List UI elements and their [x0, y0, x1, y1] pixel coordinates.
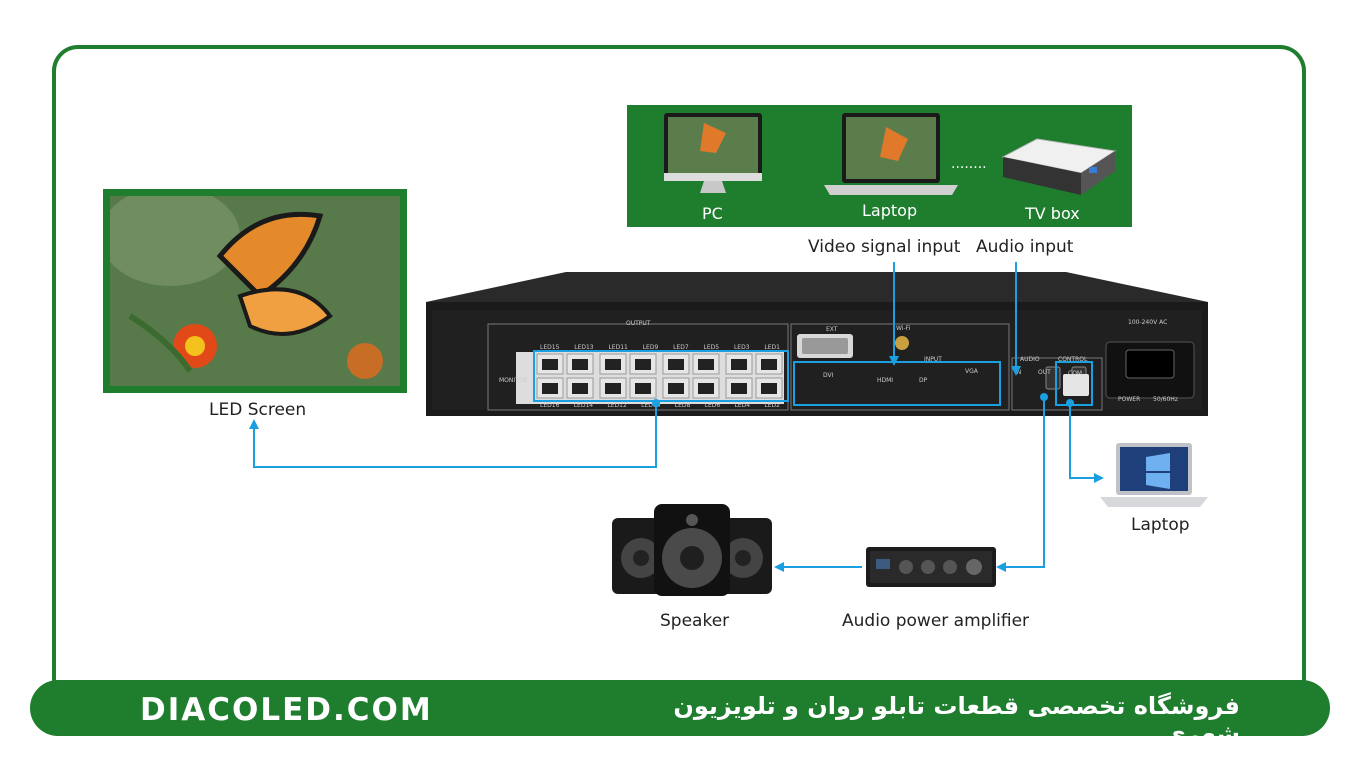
- tv-box-caption: TV box: [1025, 204, 1080, 223]
- led-port-label: LED3: [733, 344, 750, 351]
- audio-out-label: OUT: [1038, 369, 1051, 376]
- led-port-label: LED15: [540, 344, 560, 351]
- rj45-port-socket: [542, 359, 558, 370]
- rj45-port-socket: [698, 359, 714, 370]
- led-port-label: LED6: [704, 402, 721, 409]
- output-group-label: OUTPUT: [626, 320, 651, 327]
- rj45-port-socket: [605, 383, 621, 394]
- audio-group-label: AUDIO: [1020, 356, 1040, 363]
- rj45-port-socket: [731, 359, 747, 370]
- laptop-source-caption: Laptop: [862, 201, 918, 220]
- amplifier-icon: [866, 547, 996, 587]
- led-port-label: LED13: [574, 344, 594, 351]
- led-port-label: LED1: [764, 344, 780, 351]
- brand-name[interactable]: DIACOLED.COM: [140, 692, 433, 728]
- output-ports-highlight: [533, 350, 789, 402]
- rj45-port-socket: [761, 359, 777, 370]
- more-sources-ellipsis: ........: [951, 156, 987, 172]
- vga-label: VGA: [965, 368, 978, 375]
- led-screen-label: LED Screen: [209, 400, 307, 420]
- pc-caption: PC: [702, 204, 723, 223]
- tv-box-icon: [1001, 138, 1117, 195]
- led-ports: [536, 353, 783, 399]
- com-label: COM: [1068, 370, 1083, 377]
- rj45-port-socket: [731, 383, 747, 394]
- monitor-label: MONITOR: [499, 377, 528, 384]
- led-port-label: LED5: [703, 344, 720, 351]
- input-group-label: INPUT: [924, 356, 942, 363]
- led-port-label: LED14: [573, 402, 594, 409]
- power-label: POWER: [1118, 396, 1141, 403]
- led-port-label: LED4: [734, 402, 751, 409]
- audio-input-label: Audio input: [976, 237, 1074, 257]
- led-port-label: LED2: [764, 402, 780, 409]
- input-ports-highlight: [793, 361, 1001, 406]
- led-port-labels-bottom: LED16 LED14 LED12 LED10 LED8 LED6 LED4 LED2: [540, 402, 780, 409]
- led-port-label: LED7: [673, 344, 689, 351]
- rj45-port-socket: [635, 359, 651, 370]
- ext-label: EXT: [826, 326, 838, 333]
- led-port-label: LED11: [608, 344, 628, 351]
- hdmi-label: HDMI: [877, 377, 894, 384]
- led-port-label: LED12: [607, 402, 627, 409]
- rj45-port-socket: [668, 383, 684, 394]
- freq-label: 50/60Hz: [1153, 396, 1178, 403]
- rj45-port-socket: [542, 383, 558, 394]
- speaker-label: Speaker: [660, 611, 730, 631]
- footer-bar: [30, 680, 1330, 736]
- led-port-labels-top: LED15 LED13 LED11 LED9 LED7 LED5 LED3 LED1: [540, 344, 780, 351]
- power-rating-label: 100-240V AC: [1128, 319, 1168, 326]
- diagram-frame: [52, 45, 1306, 705]
- dvi-label: DVI: [823, 372, 834, 379]
- rj45-port-socket: [761, 383, 777, 394]
- pc-icon: [664, 113, 762, 193]
- rj45-port-socket: [572, 383, 588, 394]
- rj45-port-socket: [572, 359, 588, 370]
- com-port-highlight: [1055, 361, 1093, 406]
- laptop-label: Laptop: [1131, 515, 1190, 535]
- rj45-port-socket: [668, 359, 684, 370]
- amplifier-label: Audio power amplifier: [842, 611, 1030, 631]
- wifi-label: Wi-Fi: [896, 325, 911, 332]
- control-group-label: CONTROL: [1058, 356, 1088, 363]
- video-input-label: Video signal input: [808, 237, 961, 257]
- led-port-label: LED9: [642, 344, 659, 351]
- audio-in-label: IN: [1015, 369, 1022, 376]
- led-screen-image: [110, 196, 400, 386]
- laptop-icon: [1100, 443, 1208, 507]
- rj45-port-socket: [698, 383, 714, 394]
- dp-label: DP: [919, 377, 928, 384]
- led-port-label: LED8: [674, 402, 691, 409]
- speaker-icon: [612, 504, 772, 596]
- rj45-port-socket: [605, 359, 621, 370]
- led-port-label: LED16: [540, 402, 560, 409]
- slogan: فروشگاه تخصصی قطعات تابلو روان و تلویزیو…: [673, 692, 1240, 748]
- led-port-label: LED10: [641, 402, 661, 409]
- rj45-port-socket: [635, 383, 651, 394]
- laptop-source-icon: [824, 113, 958, 195]
